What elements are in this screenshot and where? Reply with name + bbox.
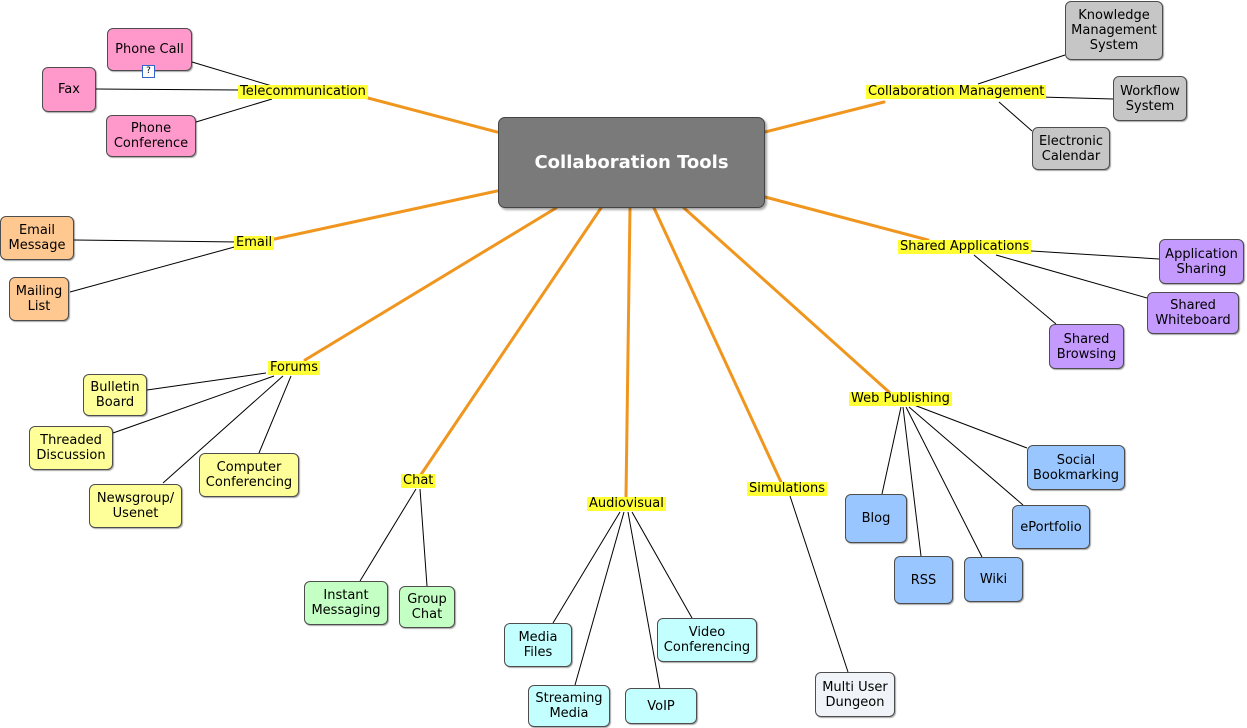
leaf-line-wiki [905, 406, 983, 558]
leaf-group-chat[interactable]: Group Chat [399, 586, 455, 628]
branch-line-email [268, 189, 499, 242]
leaf-instant-messaging[interactable]: Instant Messaging [304, 581, 388, 625]
leaf-line-email-message [73, 239, 239, 243]
topic-shared-applications[interactable]: Shared Applications [898, 239, 1032, 254]
leaf-line-video-conferencing [631, 511, 693, 619]
branch-line-telecommunication [343, 90, 499, 134]
topic-forums[interactable]: Forums [268, 360, 320, 375]
topic-simulations[interactable]: Simulations [747, 481, 828, 496]
leaf-streaming-media[interactable]: Streaming Media [528, 685, 610, 727]
topic-web-publishing[interactable]: Web Publishing [849, 391, 952, 406]
branch-line-chat [418, 206, 603, 478]
leaf-media-files[interactable]: Media Files [504, 623, 572, 667]
branch-line-web-publishing [682, 206, 891, 394]
leaf-line-media-files [552, 511, 621, 624]
leaf-knowledge-management-system[interactable]: Knowledge Management System [1065, 1, 1163, 60]
leaf-threaded-discussion[interactable]: Threaded Discussion [29, 426, 113, 470]
central-topic[interactable]: Collaboration Tools [498, 117, 765, 208]
note-icon[interactable]: ? [142, 65, 155, 78]
leaf-workflow-system[interactable]: Workflow System [1113, 76, 1187, 121]
topic-audiovisual[interactable]: Audiovisual [587, 496, 666, 511]
leaf-mailing-list[interactable]: Mailing List [9, 277, 69, 321]
leaf-email-message[interactable]: Email Message [0, 216, 74, 260]
leaf-wiki[interactable]: Wiki [964, 557, 1023, 602]
leaf-line-bulletin-board [146, 372, 267, 391]
leaf-multi-user-dungeon[interactable]: Multi User Dungeon [815, 672, 895, 717]
topic-telecommunication[interactable]: Telecommunication [238, 84, 368, 99]
leaf-line-streaming-media [574, 511, 625, 686]
leaf-line-voip [627, 511, 661, 690]
leaf-line-instant-messaging [359, 488, 417, 582]
topic-chat[interactable]: Chat [401, 473, 436, 488]
leaf-line-mailing-list [69, 245, 239, 293]
branch-line-collaboration-management [763, 100, 886, 134]
topic-email[interactable]: Email [234, 235, 275, 250]
leaf-application-sharing[interactable]: Application Sharing [1159, 239, 1244, 284]
leaf-blog[interactable]: Blog [845, 494, 907, 543]
leaf-fax[interactable]: Fax [42, 67, 96, 112]
branch-line-shared-applications [763, 195, 930, 242]
branch-line-simulations [652, 206, 783, 484]
leaf-line-eportfolio [908, 406, 1024, 506]
leaf-line-shared-browsing [973, 254, 1057, 325]
leaf-bulletin-board[interactable]: Bulletin Board [83, 374, 147, 416]
leaf-shared-whiteboard[interactable]: Shared Whiteboard [1147, 292, 1239, 334]
leaf-line-newsgroup [162, 375, 284, 484]
leaf-newsgroup-usenet[interactable]: Newsgroup/ Usenet [89, 484, 182, 528]
leaf-eportfolio[interactable]: ePortfolio [1012, 505, 1090, 549]
leaf-electronic-calendar[interactable]: Electronic Calendar [1032, 127, 1110, 170]
leaf-rss[interactable]: RSS [894, 556, 953, 604]
leaf-line-electronic-calendar [998, 101, 1033, 132]
leaf-line-multi-user-dungeon [789, 495, 849, 673]
leaf-phone-conference[interactable]: Phone Conference [106, 115, 196, 157]
leaf-line-rss [902, 406, 922, 557]
leaf-line-blog [881, 406, 902, 495]
leaf-line-knowledge-management [977, 54, 1066, 85]
leaf-line-computer-conferencing [258, 375, 292, 454]
branch-line-audiovisual [624, 206, 632, 499]
leaf-social-bookmarking[interactable]: Social Bookmarking [1027, 445, 1125, 490]
leaf-line-group-chat [419, 488, 428, 587]
leaf-line-social-bookmarking [913, 404, 1028, 449]
leaf-voip[interactable]: VoIP [625, 688, 697, 724]
leaf-line-workflow-system [1039, 96, 1114, 100]
leaf-video-conferencing[interactable]: Video Conferencing [657, 618, 757, 662]
leaf-line-threaded-discussion [112, 375, 275, 434]
topic-collaboration-management[interactable]: Collaboration Management [866, 84, 1047, 99]
leaf-computer-conferencing[interactable]: Computer Conferencing [199, 453, 299, 497]
leaf-line-fax [95, 88, 241, 91]
leaf-line-shared-whiteboard [995, 254, 1148, 299]
branch-line-forums [303, 206, 558, 362]
leaf-line-phone-conference [195, 98, 273, 123]
leaf-phone-call[interactable]: Phone Call [107, 28, 192, 71]
leaf-line-phone-call [191, 61, 273, 87]
leaf-shared-browsing[interactable]: Shared Browsing [1049, 324, 1124, 369]
